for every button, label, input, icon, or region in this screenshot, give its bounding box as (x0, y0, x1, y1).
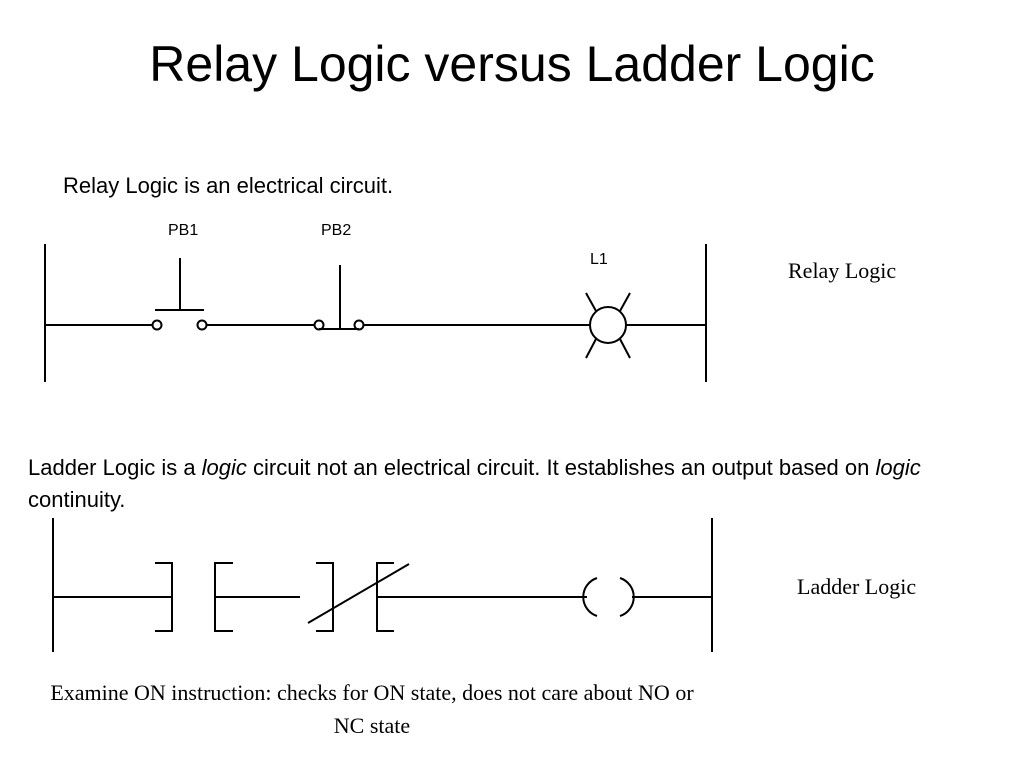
l1-lamp-icon (585, 292, 631, 359)
l1-label: L1 (590, 251, 608, 268)
ladder-logic-label: Ladder Logic (797, 574, 917, 599)
relay-logic-label: Relay Logic (788, 258, 897, 283)
ladder-desc-text: Ladder Logic is a (28, 455, 202, 480)
ladder-description: Ladder Logic is a logic circuit not an e… (28, 452, 988, 516)
pb2-label: PB2 (321, 222, 351, 239)
no-contact-icon (155, 562, 233, 632)
nc-contact-icon (307, 562, 410, 632)
ladder-desc-text: continuity. (28, 487, 126, 512)
pb1-label: PB1 (168, 222, 198, 239)
ladder-desc-italic: logic (875, 455, 921, 480)
relay-description: Relay Logic is an electrical circuit. (63, 173, 394, 198)
pb2-pushbutton-nc-icon (313, 265, 365, 331)
ladder-desc-italic: logic (201, 455, 247, 480)
ladder-desc-text: circuit not an electrical circuit. It es… (246, 455, 876, 480)
examine-on-caption: Examine ON instruction: checks for ON st… (50, 680, 694, 738)
output-coil-icon (582, 577, 635, 617)
slide-title: Relay Logic versus Ladder Logic (149, 36, 875, 92)
pb1-pushbutton-no-icon (151, 258, 208, 331)
